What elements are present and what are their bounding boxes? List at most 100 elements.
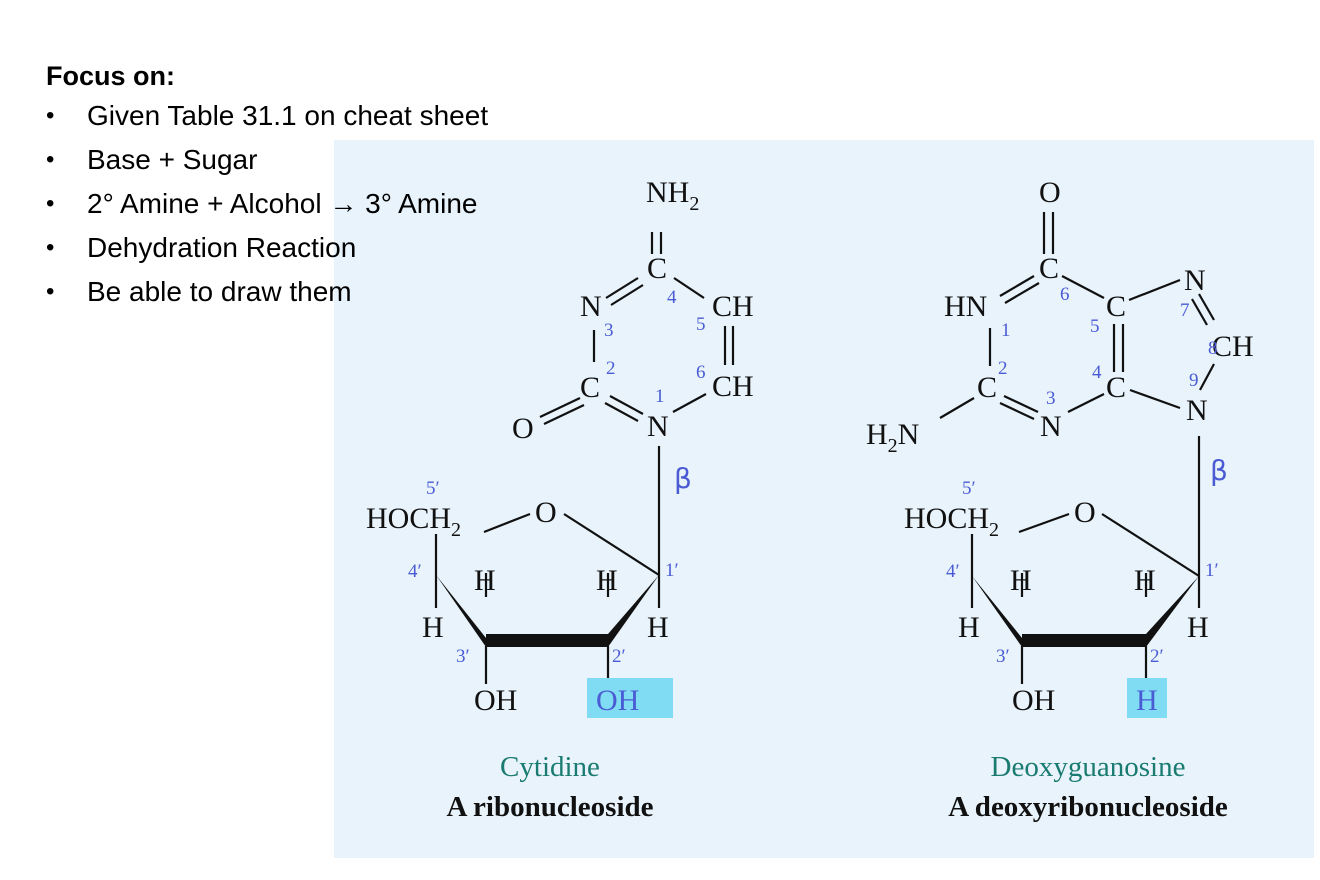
atom-label: HOCH2	[904, 502, 999, 541]
atom-label: H	[422, 611, 444, 644]
position-number: 2	[998, 358, 1008, 379]
atom-label: N	[580, 290, 602, 323]
atom-label: C	[647, 252, 667, 285]
atom-label: OH	[1012, 684, 1055, 717]
list-item-text: Base + Sugar	[87, 144, 258, 175]
position-number: 3	[604, 320, 614, 341]
bond	[563, 513, 660, 576]
bond	[1101, 513, 1200, 577]
atom-label: O	[512, 412, 534, 445]
list-item-text: Given Table 31.1 on cheat sheet	[87, 100, 489, 131]
atom-label: H2N	[866, 418, 919, 457]
atom-label: C	[1039, 252, 1059, 285]
bond	[539, 397, 581, 418]
list-item: • Base + Sugar	[46, 138, 488, 182]
figure-panel: NH2 C N CH CH C O N 1 2 3 4 5 6 β	[334, 140, 1314, 858]
deoxyguanosine-name: Deoxyguanosine	[991, 751, 1186, 783]
bond	[1061, 275, 1105, 299]
atom-label: C	[580, 371, 600, 404]
wedge-bond	[486, 634, 608, 647]
bullet: •	[46, 278, 55, 305]
focus-list: •Given Table 31.1 on cheat sheet •Base +…	[46, 94, 488, 314]
nucleoside-structures: NH2 C N CH CH C O N 1 2 3 4 5 6 β	[366, 176, 1254, 823]
list-item-text: Be able to draw them	[87, 276, 352, 307]
position-number: 5	[696, 314, 706, 335]
bond	[543, 404, 585, 425]
position-number: 5	[1090, 316, 1100, 337]
highlighted-2prime-oh: OH	[596, 684, 639, 717]
atom-label: O	[535, 496, 557, 529]
bond	[609, 395, 644, 415]
list-item-text: Dehydration Reaction	[87, 232, 357, 263]
atom-label: CH	[712, 290, 754, 323]
position-number: 6	[1060, 284, 1070, 305]
position-number: 9	[1189, 370, 1199, 391]
position-number: 3′	[996, 646, 1010, 667]
bullet: •	[46, 190, 55, 217]
bond	[1067, 393, 1105, 413]
bond	[673, 277, 705, 299]
wedge-bond	[1146, 576, 1199, 647]
position-number: 2	[606, 358, 616, 379]
atom-label: C	[1106, 290, 1126, 323]
atom-label: C	[977, 371, 997, 404]
atom-label: N	[647, 410, 669, 443]
bullet: •	[46, 146, 55, 173]
cytidine-name: Cytidine	[500, 751, 600, 783]
bond	[610, 284, 644, 306]
atom-label: HOCH2	[366, 502, 461, 541]
atom-label: CH	[1212, 330, 1254, 363]
bond	[1128, 278, 1181, 302]
highlight-2prime-h	[1127, 678, 1167, 718]
bond	[672, 393, 707, 413]
list-item: • 2° Amine + Alcohol → 3° Amine	[46, 182, 488, 226]
bond	[1003, 395, 1039, 413]
highlight-2prime-oh	[587, 678, 673, 718]
atom-label: H	[1010, 564, 1032, 597]
wedge-bond	[1022, 634, 1146, 647]
position-number: 5′	[962, 478, 976, 499]
cytidine-structure: NH2 C N CH CH C O N 1 2 3 4 5 6 β	[366, 176, 754, 823]
focus-section: Focus on: •Given Table 31.1 on cheat she…	[46, 58, 488, 314]
atom-label: OH	[474, 684, 517, 717]
bond	[999, 402, 1035, 420]
position-number: 3	[1046, 388, 1056, 409]
bond	[1018, 512, 1070, 534]
list-item: •Given Table 31.1 on cheat sheet	[46, 94, 488, 138]
position-number: 2′	[1150, 646, 1164, 667]
bond	[483, 512, 531, 534]
highlighted-2prime-h: H	[1136, 684, 1158, 717]
atom-label: HN	[944, 290, 987, 323]
bond	[1129, 388, 1181, 410]
position-number: 4	[667, 287, 677, 308]
atom-label: N	[1186, 394, 1208, 427]
bullet: •	[46, 234, 55, 261]
atom-label: O	[1074, 496, 1096, 529]
beta-label: β	[674, 462, 692, 495]
atom-label: N	[1040, 410, 1062, 443]
position-number: 2′	[612, 646, 626, 667]
bond	[939, 397, 975, 419]
bond	[1199, 363, 1215, 391]
bond	[999, 275, 1035, 297]
position-number: 3′	[456, 646, 470, 667]
atom-label: NH2	[646, 176, 699, 215]
position-number: 4	[1092, 362, 1102, 383]
atom-label: C	[1106, 371, 1126, 404]
bond	[1198, 293, 1215, 321]
position-number: 4′	[946, 561, 960, 582]
beta-label: β	[1210, 454, 1228, 487]
position-number: 1′	[665, 560, 679, 581]
atom-label: H	[647, 611, 669, 644]
wedge-bond	[436, 575, 486, 647]
deoxyguanosine-type: A deoxyribonucleoside	[948, 791, 1228, 823]
position-number: 4′	[408, 561, 422, 582]
list-item-text: 2° Amine + Alcohol → 3° Amine	[87, 188, 478, 219]
atom-label: H	[1134, 564, 1156, 597]
position-number: 1′	[1205, 560, 1219, 581]
bond	[1191, 298, 1208, 326]
atom-label: N	[1184, 264, 1206, 297]
bond	[1004, 282, 1040, 304]
cytidine-type: A ribonucleoside	[446, 791, 653, 823]
